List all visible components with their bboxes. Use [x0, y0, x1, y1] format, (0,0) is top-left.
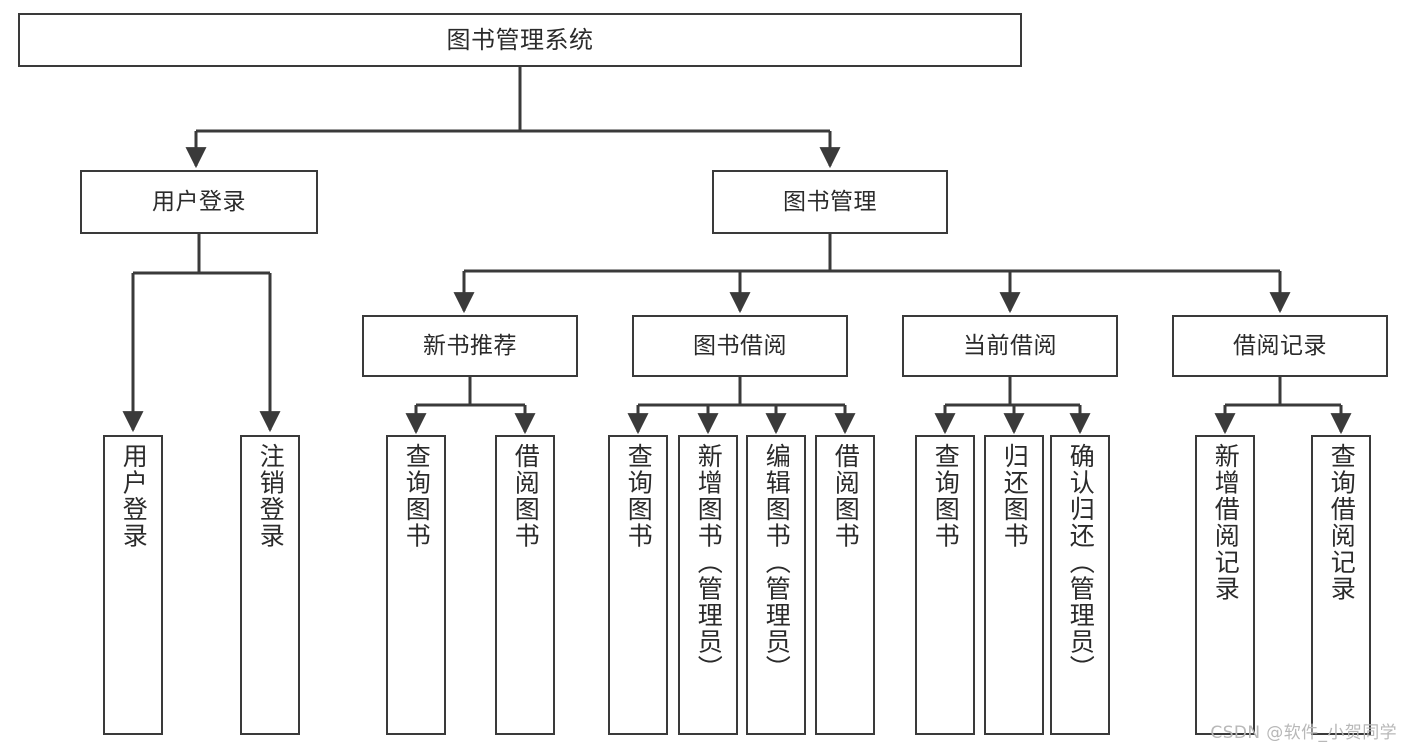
node-label: 借阅图书	[511, 443, 541, 549]
node-label: 图书借阅	[693, 332, 787, 359]
leaf-borrow-record-add-record[interactable]: 新增借阅记录	[1195, 435, 1255, 735]
node-label: 新增图书（管理员）	[694, 443, 724, 682]
leaf-current-borrow-query-book[interactable]: 查询图书	[915, 435, 975, 735]
leaf-new-book-query-book[interactable]: 查询图书	[386, 435, 446, 735]
node-label: 查询图书	[402, 443, 432, 549]
node-label: 归还图书	[1000, 443, 1030, 549]
node-label: 用户登录	[152, 188, 246, 215]
leaf-new-book-borrow-book[interactable]: 借阅图书	[495, 435, 555, 735]
node-label: 新书推荐	[423, 332, 517, 359]
node-label: 新增借阅记录	[1211, 443, 1241, 602]
leaf-user-login-logout[interactable]: 注销登录	[240, 435, 300, 735]
leaf-borrow-record-query-record[interactable]: 查询借阅记录	[1311, 435, 1371, 735]
node-label: 借阅记录	[1233, 332, 1327, 359]
leaf-current-borrow-return-book[interactable]: 归还图书	[984, 435, 1044, 735]
leaf-book-borrow-borrow-book[interactable]: 借阅图书	[815, 435, 875, 735]
node-label: 注销登录	[256, 443, 286, 549]
node-user-login[interactable]: 用户登录	[80, 170, 318, 234]
leaf-book-borrow-edit-book-admin[interactable]: 编辑图书（管理员）	[746, 435, 806, 735]
watermark: CSDN @软件_小贺同学	[1210, 723, 1397, 743]
leaf-book-borrow-add-book-admin[interactable]: 新增图书（管理员）	[678, 435, 738, 735]
node-new-book-recommend[interactable]: 新书推荐	[362, 315, 578, 377]
node-current-borrow[interactable]: 当前借阅	[902, 315, 1118, 377]
node-label: 当前借阅	[963, 332, 1057, 359]
node-book-management[interactable]: 图书管理	[712, 170, 948, 234]
node-label: 查询借阅记录	[1327, 443, 1357, 602]
node-label: 编辑图书（管理员）	[762, 443, 792, 682]
node-label: 确认归还（管理员）	[1066, 443, 1096, 682]
leaf-user-login-login[interactable]: 用户登录	[103, 435, 163, 735]
node-label: 借阅图书	[831, 443, 861, 549]
node-book-borrow[interactable]: 图书借阅	[632, 315, 848, 377]
node-label: 图书管理系统	[446, 26, 594, 54]
leaf-current-borrow-confirm-return-admin[interactable]: 确认归还（管理员）	[1050, 435, 1110, 735]
node-borrow-record[interactable]: 借阅记录	[1172, 315, 1388, 377]
node-label: 图书管理	[783, 188, 877, 215]
node-label: 查询图书	[931, 443, 961, 549]
leaf-book-borrow-query-book[interactable]: 查询图书	[608, 435, 668, 735]
node-root-book-management-system[interactable]: 图书管理系统	[18, 13, 1022, 67]
node-label: 查询图书	[624, 443, 654, 549]
node-label: 用户登录	[119, 443, 149, 549]
